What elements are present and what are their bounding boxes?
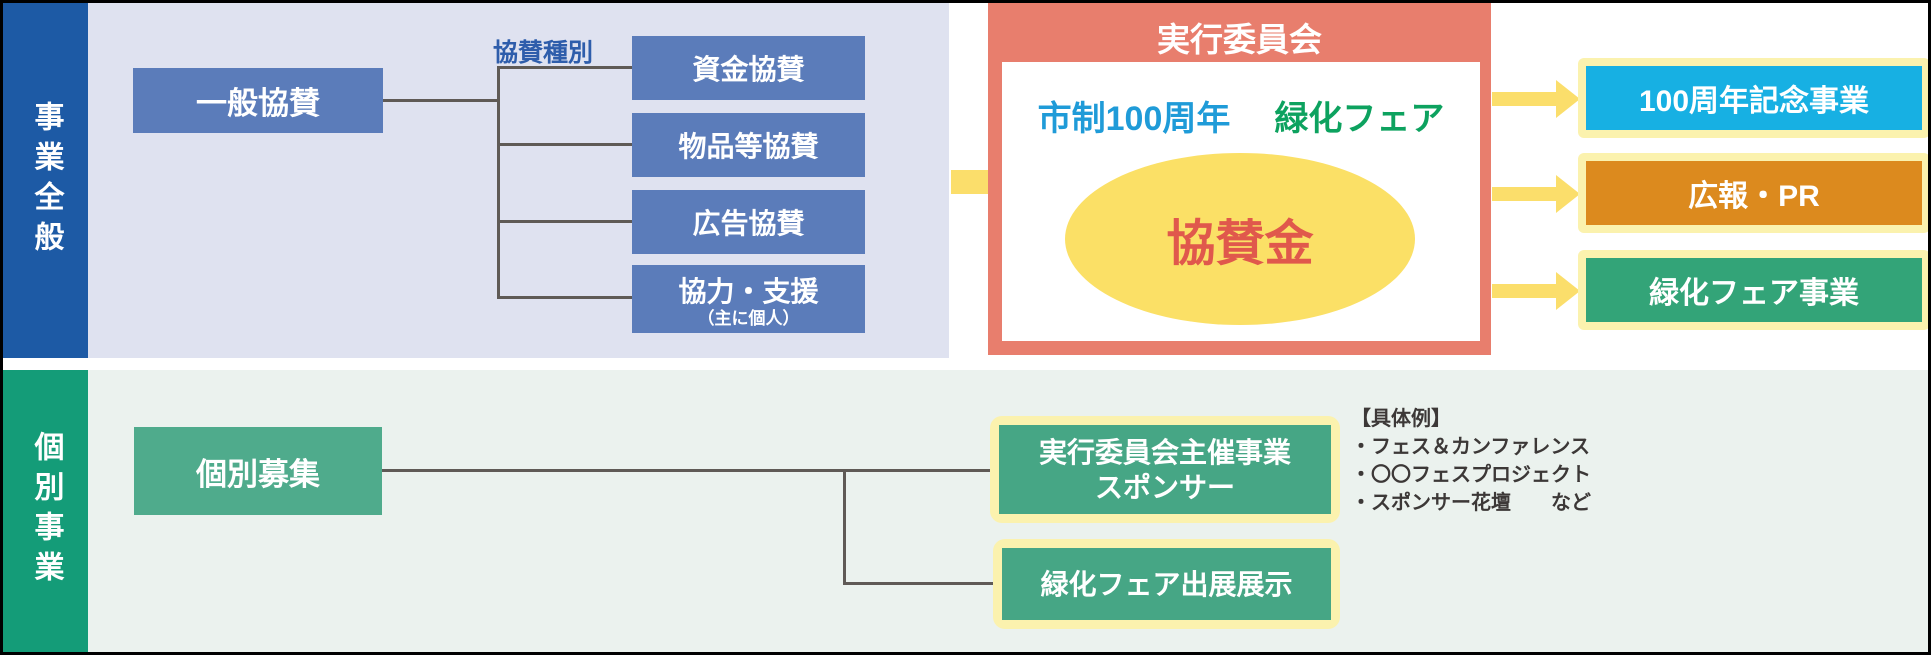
committee-hosted-sponsor-line1: 実行委員会主催事業 — [1038, 436, 1291, 468]
committee-hosted-sponsor-line2: スポンサー — [1094, 471, 1235, 503]
sponsor-type-support-label: 協力・支援 — [678, 275, 819, 307]
arrow-output-1-icon — [1492, 92, 1556, 106]
connector-general-to-trunk — [383, 99, 500, 102]
output-pr-label: 広報・PR — [1688, 180, 1820, 213]
executive-committee-title: 実行委員会 — [1157, 21, 1322, 58]
committee-hosted-sponsor-box: 実行委員会主催事業 スポンサー — [990, 416, 1340, 523]
example-item: ・〇〇フェスプロジェクト — [1351, 464, 1591, 486]
individual-recruitment-label: 個別募集 — [196, 456, 320, 492]
arrow-output-3-icon — [1492, 284, 1556, 298]
output-100th-anniversary-label: 100周年記念事業 — [1638, 85, 1870, 118]
output-greening-fair-box: 緑化フェア事業 — [1578, 250, 1928, 330]
sponsor-type-funds-box: 資金協賛 — [632, 36, 865, 100]
output-100th-anniversary-box: 100周年記念事業 — [1578, 58, 1928, 138]
sidebar-individual-business: 個別事業 — [3, 370, 88, 652]
greening-fair-label: 緑化フェア — [1274, 100, 1445, 138]
output-greening-fair-label: 緑化フェア事業 — [1649, 277, 1859, 310]
connector-to-item2 — [843, 582, 995, 585]
general-sponsorship-box: 一般協賛 — [133, 68, 383, 133]
greening-fair-exhibit-box: 緑化フェア出展展示 — [993, 539, 1340, 629]
arrow-output-3-head-icon — [1556, 272, 1580, 310]
connector-branch-down — [843, 469, 846, 585]
arrow-output-1-head-icon — [1556, 80, 1580, 118]
sponsorship-money-label: 協賛金 — [1166, 216, 1314, 271]
connector-branch-1 — [497, 66, 635, 69]
example-item: ・スポンサー花壇 など — [1351, 492, 1591, 514]
examples-annotation: 【具体例】 ・フェス＆カンファレンス ・〇〇フェスプロジェクト ・スポンサー花壇… — [1351, 405, 1591, 517]
connector-branch-2 — [497, 143, 635, 146]
sponsor-type-funds-label: 資金協賛 — [692, 54, 805, 85]
examples-list: ・フェス＆カンファレンス ・〇〇フェスプロジェクト ・スポンサー花壇 など — [1351, 433, 1591, 517]
example-item: ・フェス＆カンファレンス — [1351, 436, 1590, 458]
sponsorship-money-ellipse: 協賛金 — [1065, 153, 1415, 325]
sponsorship-type-label: 協賛種別 — [493, 39, 594, 67]
sidebar-individual-business-label: 個別事業 — [29, 431, 63, 591]
city-100th-label: 市制100周年 — [1037, 100, 1231, 138]
arrow-output-2-icon — [1492, 187, 1556, 201]
sidebar-overall-business: 事業全般 — [3, 3, 88, 358]
sponsor-type-goods-box: 物品等協賛 — [632, 113, 865, 177]
sidebar-overall-business-label: 事業全般 — [29, 100, 63, 261]
sponsor-type-support-sublabel: （主に個人） — [697, 308, 800, 328]
general-sponsorship-label: 一般協賛 — [196, 86, 320, 121]
sponsor-type-ad-box: 広告協賛 — [632, 190, 865, 254]
connector-branch-4 — [497, 296, 635, 299]
sponsor-type-goods-label: 物品等協賛 — [678, 131, 819, 162]
connector-recruit-to-item1 — [382, 469, 992, 472]
sponsor-type-ad-label: 広告協賛 — [692, 208, 805, 239]
examples-heading: 【具体例】 — [1351, 408, 1451, 430]
connector-trunk — [497, 66, 500, 298]
committee-subtitle: 市制100周年 緑化フェア — [1002, 91, 1480, 140]
individual-recruitment-box: 個別募集 — [134, 427, 382, 515]
greening-fair-exhibit-label: 緑化フェア出展展示 — [1040, 568, 1293, 600]
arrow-output-2-head-icon — [1556, 175, 1580, 213]
sponsor-type-support-box: 協力・支援 （主に個人） — [632, 265, 865, 333]
connector-branch-3 — [497, 220, 635, 223]
output-pr-box: 広報・PR — [1578, 153, 1928, 233]
